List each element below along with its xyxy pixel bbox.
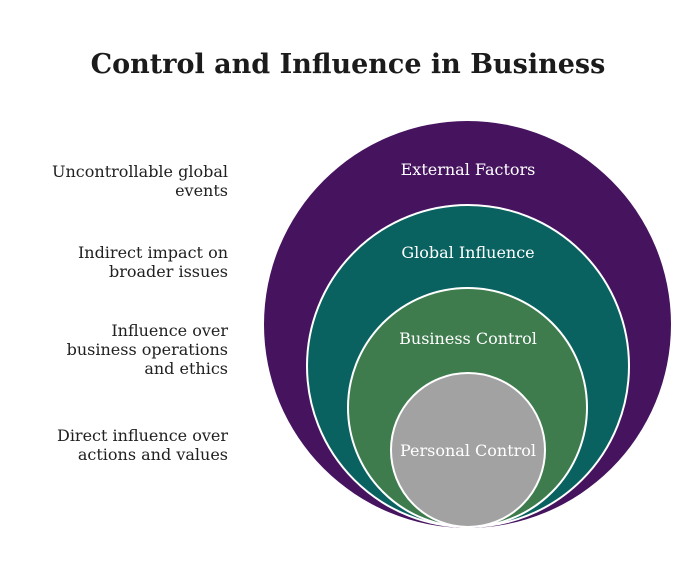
- circle-label-global-influence: Global Influence: [401, 243, 535, 262]
- side-label-global-influence: Indirect impact on broader issues: [77, 243, 228, 281]
- circle-label-external-factors: External Factors: [400, 160, 536, 179]
- circle-label-business-control: Business Control: [399, 329, 537, 348]
- circle-label-personal-control: Personal Control: [399, 441, 537, 460]
- circle-personal-control: [390, 372, 546, 528]
- side-label-business-control: Influence over business operations and e…: [66, 321, 228, 378]
- side-label-external-factors: Uncontrollable global events: [52, 162, 228, 200]
- side-label-personal-control: Direct influence over actions and values: [56, 426, 228, 464]
- page-title: Control and Influence in Business: [90, 49, 606, 80]
